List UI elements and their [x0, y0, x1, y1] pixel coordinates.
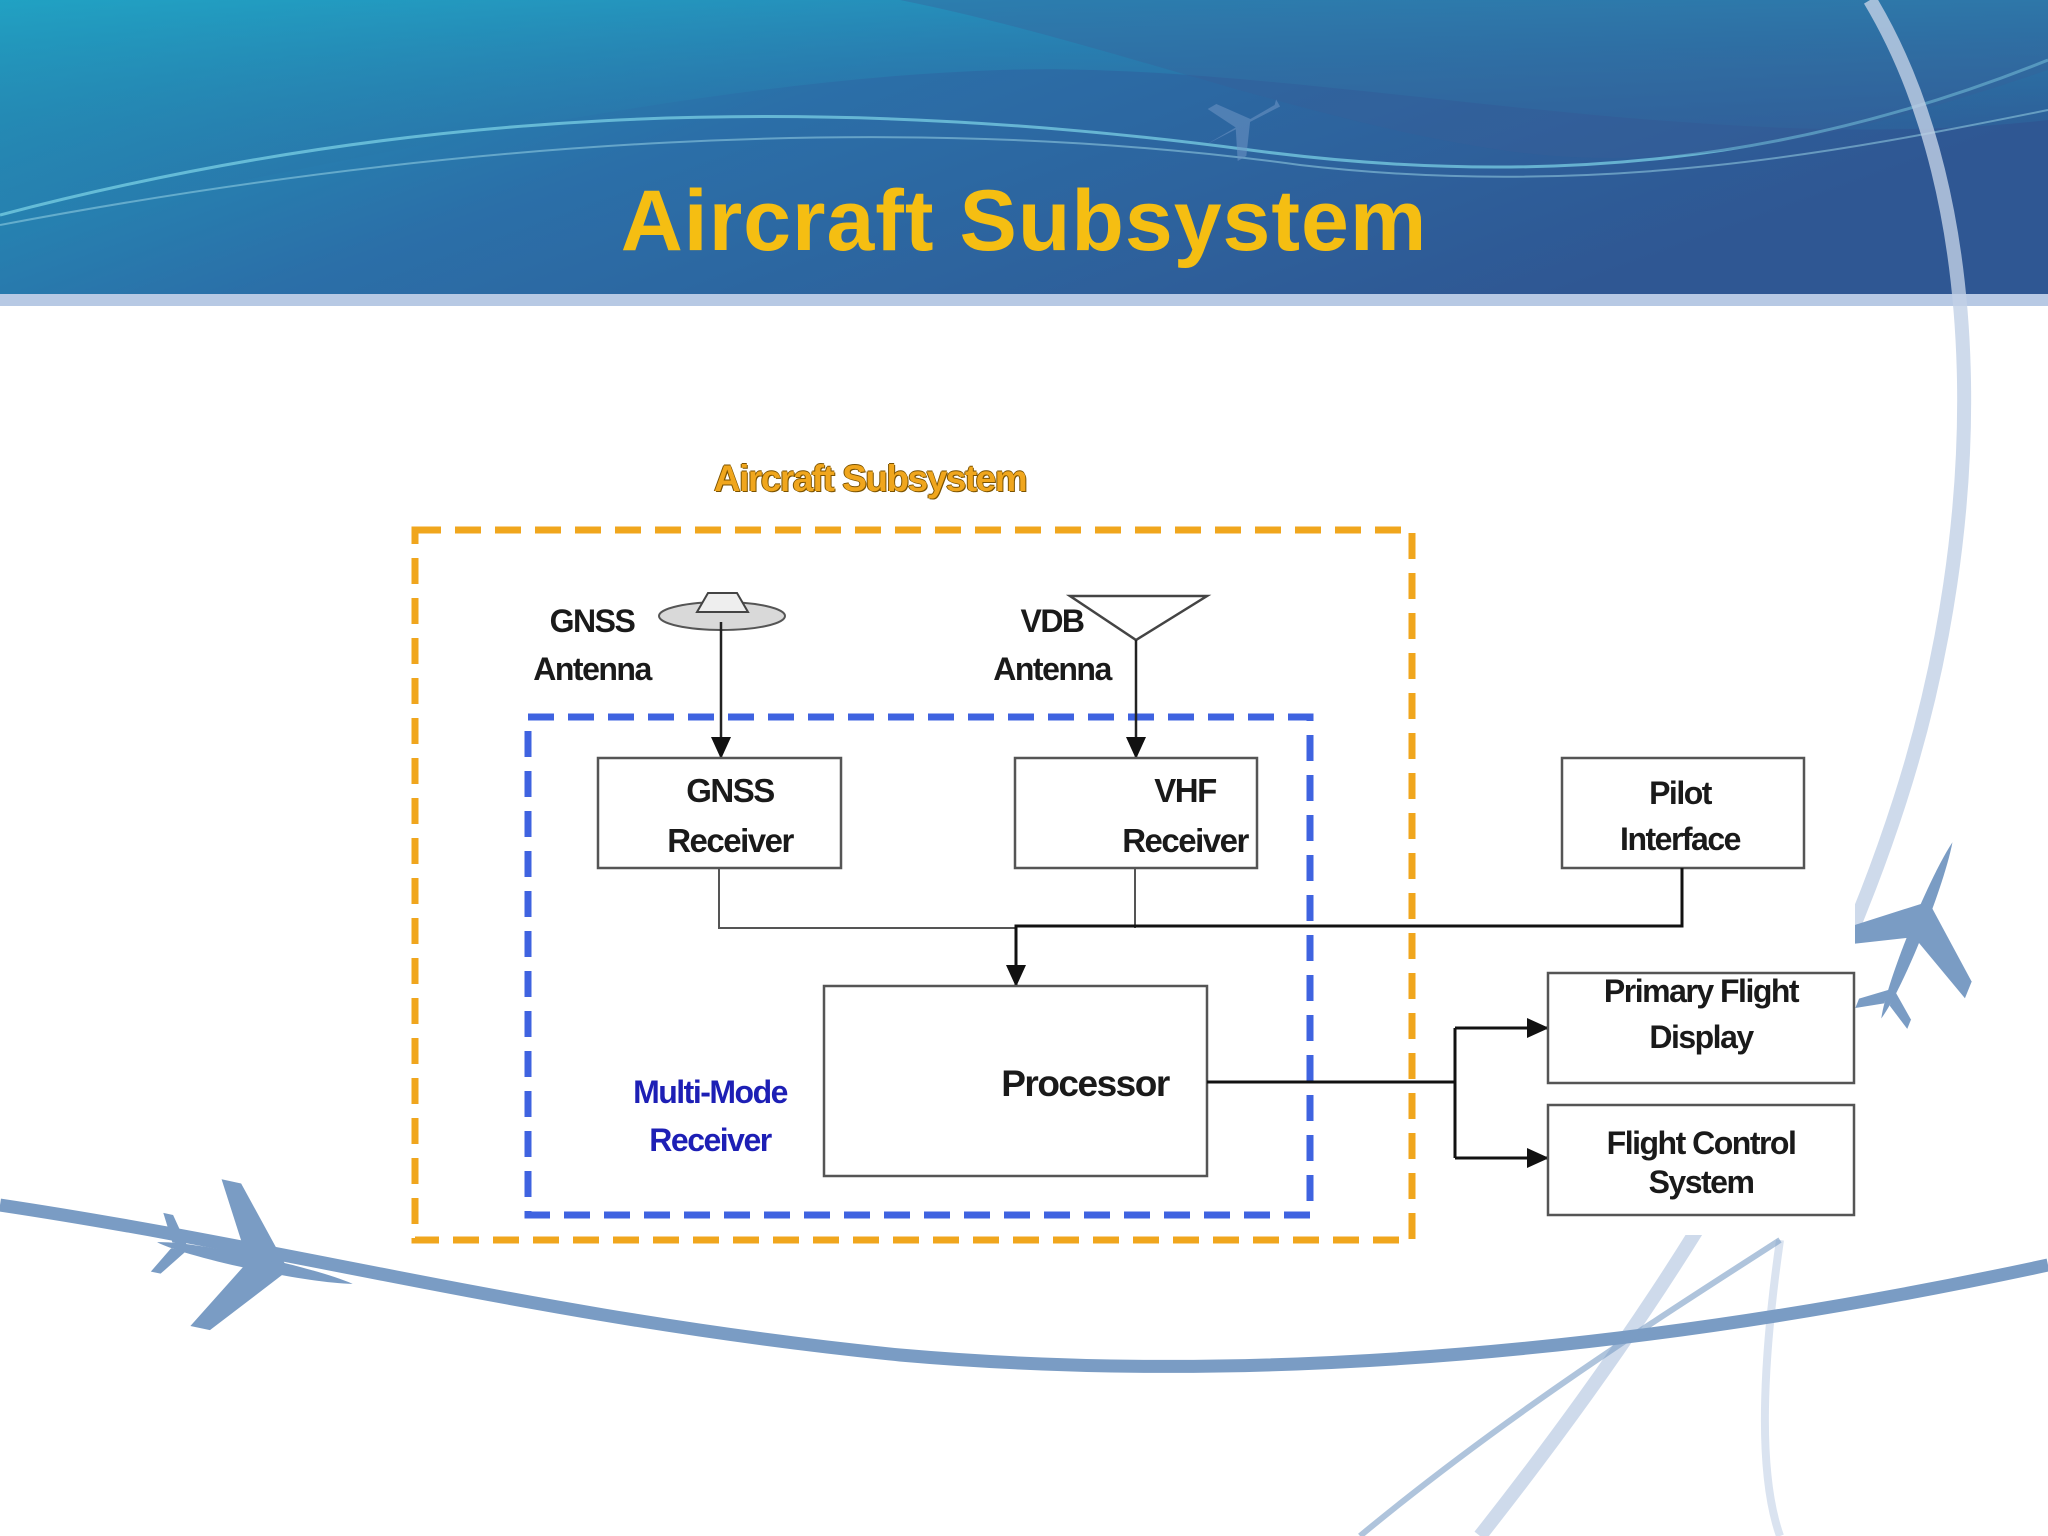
aircraft-subsystem-label: Aircraft Subsystem — [713, 458, 1028, 499]
gnss-antenna-icon — [658, 592, 786, 631]
slide-title: Aircraft Subsystem — [620, 173, 1428, 269]
primary-flight-display-box — [1546, 971, 1856, 1085]
header-airplane-icon — [1205, 99, 1281, 161]
aircraft-subsystem-boundary — [411, 526, 1416, 1244]
right-airplane-icon — [1835, 842, 1972, 1029]
vhf-receiver-box — [1013, 756, 1259, 870]
processor-label: Processor — [1001, 1063, 1170, 1104]
header-stripe — [0, 294, 2048, 306]
lower-airplane-icon — [150, 1179, 353, 1331]
flight-control-system-box — [1546, 1103, 1856, 1217]
gnss-to-bus-line — [718, 868, 1015, 929]
vdb-antenna-icon — [1065, 594, 1212, 642]
pilot-to-processor-line — [1006, 868, 1684, 987]
pilot-interface-box — [1560, 756, 1806, 870]
